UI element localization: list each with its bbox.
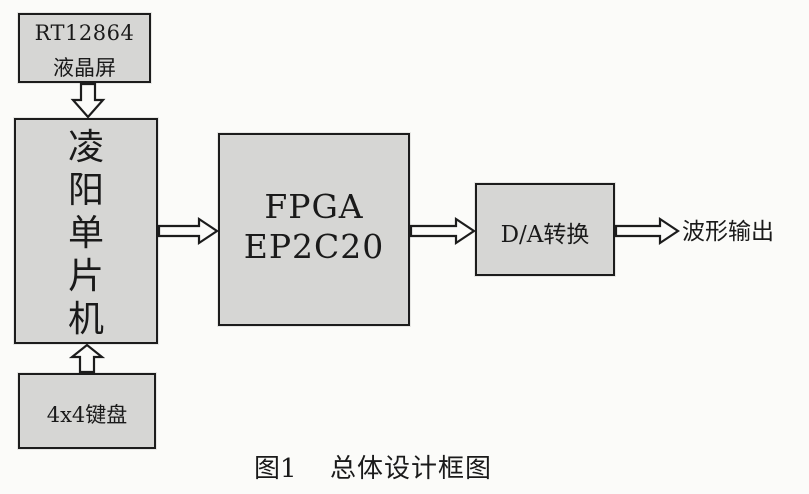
lcd-model-label: RT12864 — [34, 21, 135, 45]
fpga-label: FPGA — [264, 187, 364, 226]
mcu-label: 凌 阳 单 片 机 — [16, 126, 156, 341]
mcu-block: 凌 阳 单 片 机 — [14, 118, 158, 344]
fpga-block: FPGA EP2C20 — [218, 133, 410, 326]
output-label: 波形输出 — [682, 219, 774, 245]
fpga-model-label: EP2C20 — [243, 227, 385, 266]
mcu-label-char: 单 — [67, 213, 104, 254]
dac-label: D/A转换 — [500, 222, 590, 248]
dac-block: D/A转换 — [475, 183, 615, 276]
mcu-label-char: 凌 — [67, 127, 104, 168]
figure-title: 总体设计框图 — [330, 454, 493, 484]
figure-number: 图1 — [254, 454, 297, 484]
lcd-block: RT12864 液晶屏 — [18, 13, 151, 83]
arrow-fpga-to-dac — [409, 216, 476, 246]
keypad-label: 4x4键盘 — [46, 403, 128, 427]
mcu-label-char: 片 — [67, 256, 104, 297]
arrow-lcd-to-mcu — [70, 82, 106, 119]
arrow-keypad-to-mcu — [68, 343, 106, 374]
mcu-label-char: 机 — [67, 299, 104, 340]
lcd-type-label: 液晶屏 — [53, 56, 116, 80]
arrow-mcu-to-fpga — [157, 216, 219, 246]
keypad-block: 4x4键盘 — [18, 373, 156, 449]
arrow-dac-to-output — [614, 216, 680, 246]
mcu-label-char: 阳 — [67, 170, 104, 211]
